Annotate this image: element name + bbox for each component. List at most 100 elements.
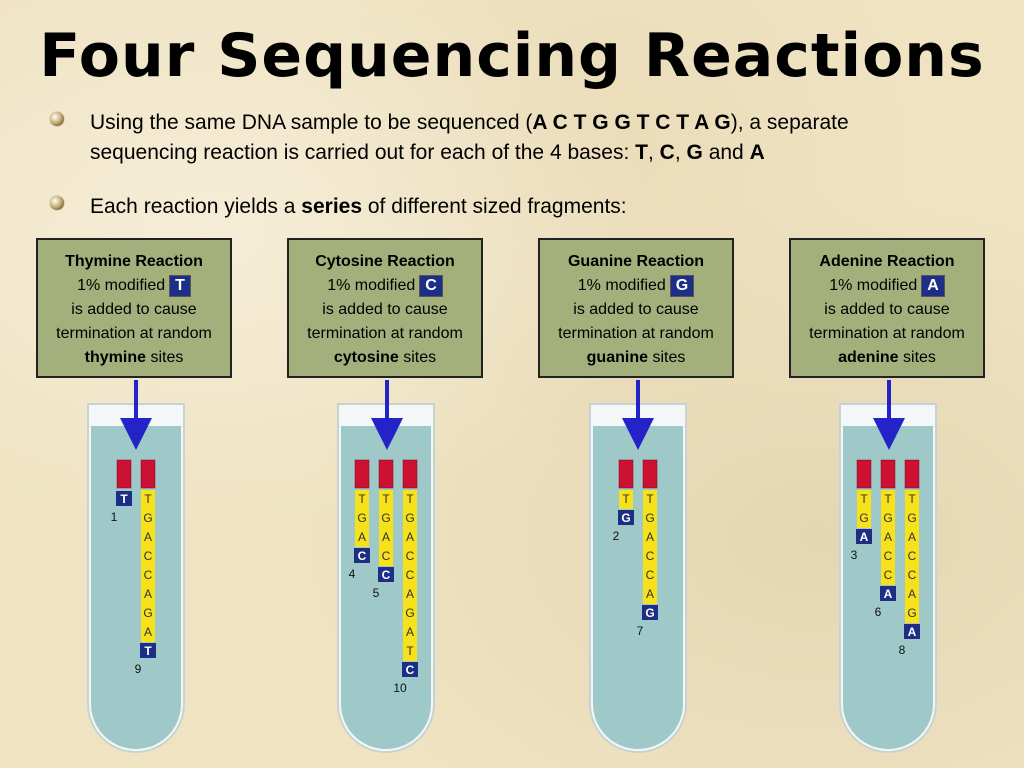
bullet-2-text-post: of different sized fragments: bbox=[362, 195, 627, 218]
fragment-strand bbox=[141, 490, 155, 642]
fragment-base-letter: C bbox=[406, 568, 415, 582]
site-line: thymine sites bbox=[38, 346, 230, 370]
site-line: cytosine sites bbox=[289, 346, 481, 370]
site-text: sites bbox=[146, 349, 184, 366]
fragment-strand bbox=[905, 490, 919, 623]
fragment-base-letter: C bbox=[382, 568, 391, 582]
fragment-base-letter: A bbox=[646, 530, 654, 544]
fragment-base-letter: G bbox=[143, 606, 152, 620]
modified-text: 1% modified bbox=[577, 277, 666, 294]
fragment-strand bbox=[857, 490, 871, 528]
primer-segment bbox=[904, 459, 920, 489]
site-base: adenine bbox=[838, 349, 899, 366]
fragment-base-letter: A bbox=[406, 530, 414, 544]
fragment-strand bbox=[643, 490, 657, 604]
fragment-base-letter: C bbox=[358, 549, 367, 563]
fragment-base-letter: T bbox=[144, 492, 152, 506]
bullet-text-2: Each reaction yields a series of differe… bbox=[90, 192, 990, 222]
fragment-base-letter: C bbox=[908, 549, 917, 563]
fragment-length-label: 8 bbox=[899, 643, 906, 657]
bullet-1-line2: sequencing reaction is carried out for e… bbox=[90, 141, 636, 164]
reaction-line: termination at random bbox=[56, 325, 212, 342]
reaction-title: Thymine Reaction bbox=[65, 253, 203, 270]
primer-segment bbox=[880, 459, 896, 489]
sep: and bbox=[702, 141, 750, 164]
dna-sequence: A C T G G T C T A G bbox=[532, 111, 731, 134]
fragment-base-letter: T bbox=[382, 492, 390, 506]
fragment-base-letter: A bbox=[908, 587, 916, 601]
base-a: A bbox=[749, 141, 765, 164]
fragment-base-letter: A bbox=[406, 625, 414, 639]
modified-base-chip: G bbox=[669, 275, 695, 297]
fragment-base-letter: G bbox=[405, 511, 414, 525]
fragment-base-letter: A bbox=[884, 587, 893, 601]
modified-text: 1% modified bbox=[829, 277, 918, 294]
fragment-strand bbox=[403, 490, 417, 661]
reaction-line: is added to cause bbox=[573, 301, 699, 318]
fragment-base-letter: C bbox=[144, 549, 153, 563]
fragment-base-letter: G bbox=[907, 511, 916, 525]
terminator-base bbox=[402, 662, 418, 677]
bullet-1-text-post: ), a separate bbox=[730, 111, 849, 134]
fragment-base-letter: G bbox=[645, 606, 654, 620]
modified-text: 1% modified bbox=[77, 277, 166, 294]
bullet-icon bbox=[50, 112, 64, 126]
bullet-icon bbox=[50, 196, 64, 210]
fragment-base-letter: A bbox=[358, 530, 366, 544]
modified-base-chip: T bbox=[169, 275, 191, 297]
fragment-base-letter: T bbox=[860, 492, 868, 506]
modified-text: 1% modified bbox=[327, 277, 416, 294]
primer-segment bbox=[378, 459, 394, 489]
fragment-strand bbox=[619, 490, 633, 509]
fragment-base-letter: C bbox=[144, 568, 153, 582]
terminator-base bbox=[378, 567, 394, 582]
fragment-base-letter: A bbox=[908, 625, 917, 639]
bullet-text-1: Using the same DNA sample to be sequence… bbox=[90, 108, 990, 168]
primer-segment bbox=[402, 459, 418, 489]
tube-liquid bbox=[91, 426, 181, 749]
fragment-strand bbox=[379, 490, 393, 566]
terminator-base bbox=[904, 624, 920, 639]
sep: , bbox=[674, 141, 687, 164]
fragment-base-letter: T bbox=[144, 644, 152, 658]
fragment-base-letter: C bbox=[646, 549, 655, 563]
fragment-base-letter: C bbox=[884, 568, 893, 582]
modified-base-chip: A bbox=[921, 275, 945, 297]
fragment-base-letter: A bbox=[382, 530, 390, 544]
site-base: cytosine bbox=[333, 349, 399, 366]
terminator-base bbox=[880, 586, 896, 601]
primer-segment bbox=[642, 459, 658, 489]
site-text: sites bbox=[398, 349, 437, 366]
fragment-base-letter: A bbox=[884, 530, 892, 544]
fragment-length-label: 3 bbox=[851, 548, 858, 562]
fragment-length-label: 1 bbox=[111, 510, 118, 524]
fragment-base-letter: G bbox=[645, 511, 654, 525]
site-base: guanine bbox=[586, 349, 648, 366]
fragment-base-letter: C bbox=[406, 663, 415, 677]
terminator-base bbox=[618, 510, 634, 525]
base-g: G bbox=[686, 141, 703, 164]
fragment-length-label: 7 bbox=[637, 624, 644, 638]
fragment-base-letter: C bbox=[908, 568, 917, 582]
fragment-base-letter: A bbox=[406, 587, 414, 601]
fragment-base-letter: T bbox=[358, 492, 366, 506]
primer-segment bbox=[618, 459, 634, 489]
sep: , bbox=[648, 141, 660, 164]
reaction-title: Guanine Reaction bbox=[567, 253, 705, 270]
fragment-base-letter: G bbox=[143, 511, 152, 525]
site-text: sites bbox=[648, 349, 686, 366]
primer-segment bbox=[354, 459, 370, 489]
bullet-1-text-pre: Using the same DNA sample to be sequence… bbox=[90, 111, 533, 134]
fragment-length-label: 5 bbox=[373, 586, 380, 600]
primer-segment bbox=[856, 459, 872, 489]
terminator-base bbox=[642, 605, 658, 620]
terminator-base bbox=[140, 643, 156, 658]
reaction-title: Cytosine Reaction bbox=[315, 253, 455, 270]
fragment-base-letter: A bbox=[144, 587, 152, 601]
